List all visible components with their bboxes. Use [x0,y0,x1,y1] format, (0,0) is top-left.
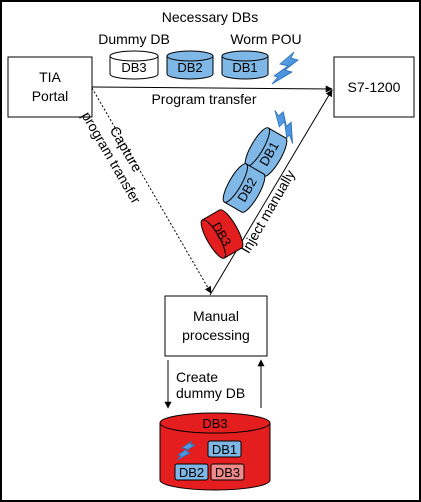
diagram-title: Necessary DBs [162,9,258,25]
program-transfer-arrow [91,85,333,93]
header-db3-cylinder: DB3 [109,50,159,80]
dummy-inner-db1-label: DB1 [212,442,237,457]
dummy-inner-db1: DB1 [207,440,242,458]
header-db2-label: DB2 [177,60,202,75]
capture-arrow [91,87,212,294]
inject-db1-cylinder: DB1 [244,127,288,177]
dummy-db3-title: DB3 [202,416,227,431]
tia-portal-line1: TIA [39,69,61,85]
manual-processing-line1: Manual [193,308,239,324]
header-db1-label: DB1 [232,60,257,75]
dummy-lightning-icon [176,440,197,461]
s7-1200-box [333,56,415,118]
s7-1200-label: S7-1200 [348,79,401,95]
dummy-inner-db3: DB3 [210,463,245,481]
manual-processing-line2: processing [182,327,250,343]
worm-pou-lightning-icon [271,51,299,85]
dummy-inner-db2-label: DB2 [179,465,204,480]
program-transfer-label: Program transfer [151,91,256,107]
header-db3-label: DB3 [121,60,146,75]
inject-db3-cylinder [200,209,244,259]
tia-portal-box [7,56,93,118]
inject-lightning-icon [274,110,293,144]
inject-arrow [209,89,333,296]
header-db2-cylinder: DB2 [166,50,214,80]
dummy-db-label: Dummy DB [98,31,170,47]
dummy-inner-db2: DB2 [174,463,209,481]
tia-portal-line2: Portal [32,88,69,104]
manual-processing-box [164,295,268,357]
create-label-line2: dummy DB [176,385,245,401]
dummy-inner-db3-label: DB3 [215,465,240,480]
create-label-line1: Create [176,369,218,385]
worm-pou-label: Worm POU [230,31,301,47]
inject-db2-cylinder: DB2 [222,163,266,213]
header-db1-cylinder: DB1 [221,50,269,80]
